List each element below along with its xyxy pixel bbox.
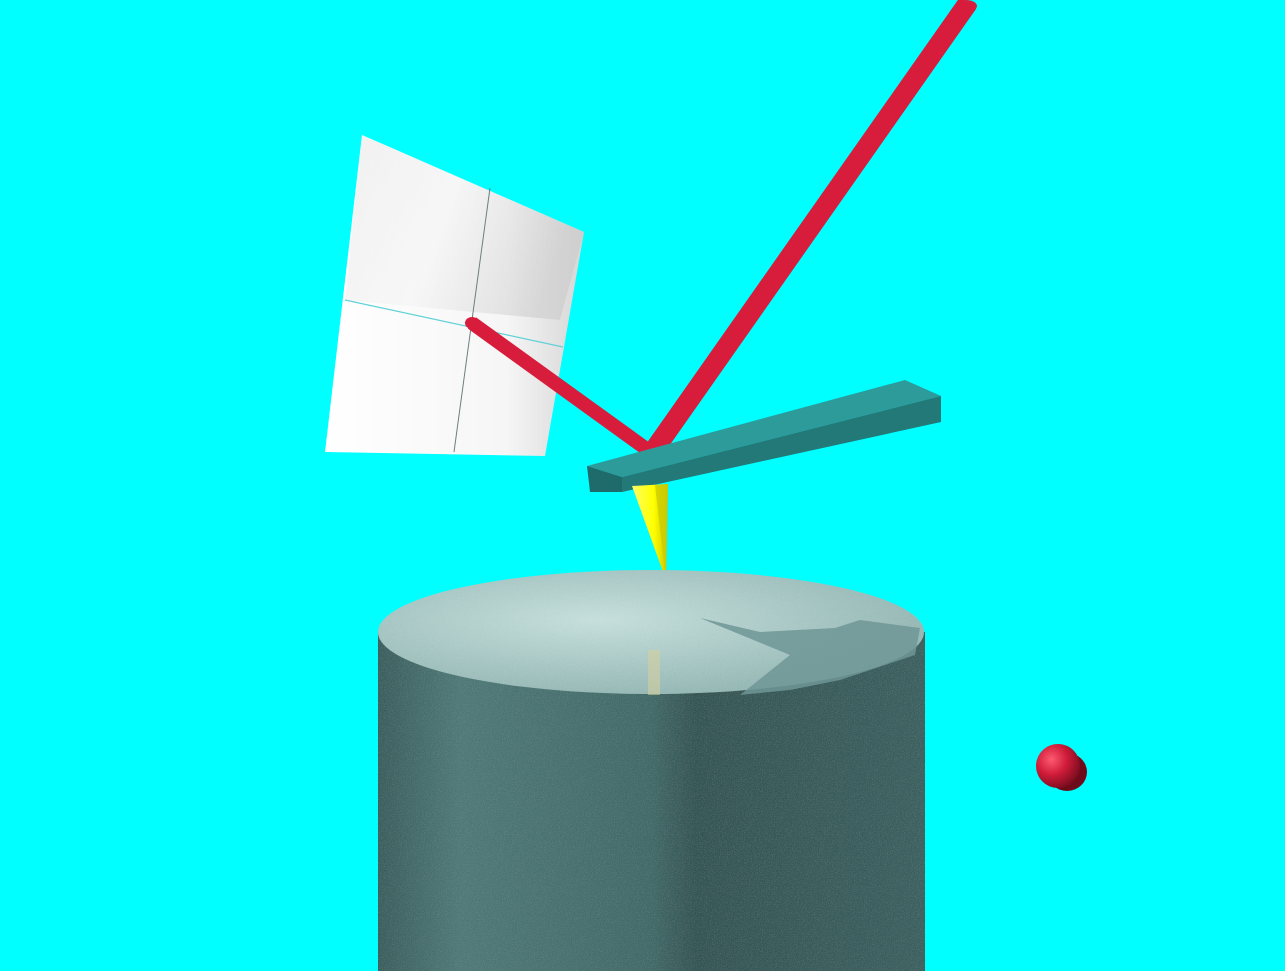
- tip-reflection: [648, 650, 660, 695]
- sample-cylinder: [378, 570, 925, 971]
